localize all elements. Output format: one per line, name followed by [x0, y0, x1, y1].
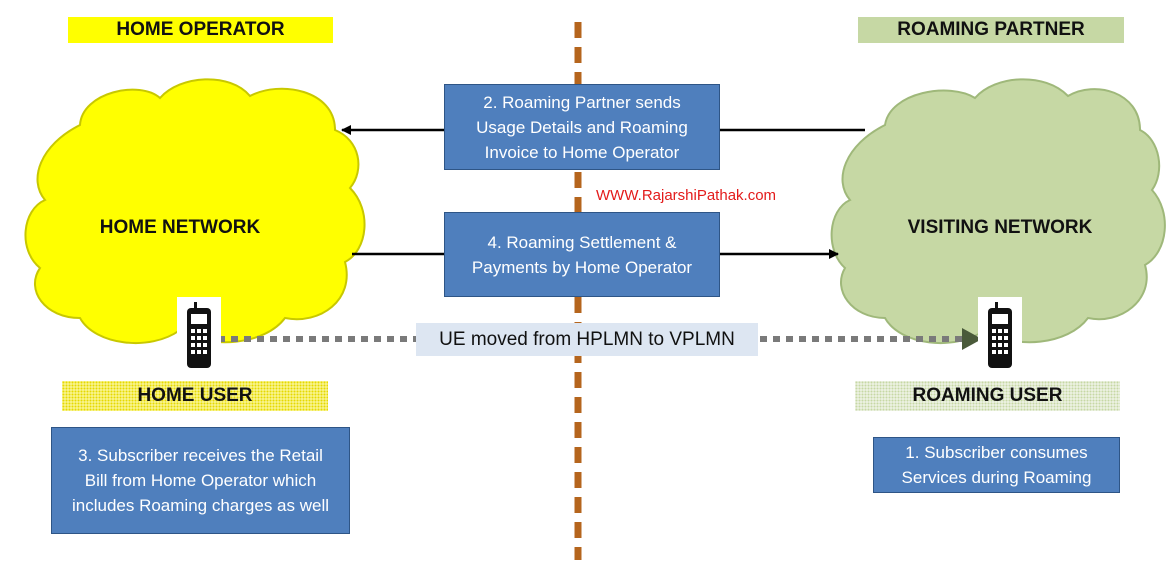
roaming-partner-header: ROAMING PARTNER: [858, 17, 1124, 43]
home-phone-icon: [177, 297, 221, 375]
home-network-cloud: [24, 78, 366, 345]
roaming-user-label: ROAMING USER: [855, 381, 1120, 411]
roaming-phone-icon: [978, 297, 1022, 375]
step1-consumes-services-box: 1. Subscriber consumes Services during R…: [873, 437, 1120, 493]
watermark-text: WWW.RajarshiPathak.com: [596, 186, 777, 204]
ue-movement-arrowhead: [962, 328, 982, 350]
step4-settlement-box: 4. Roaming Settlement & Payments by Home…: [444, 212, 720, 297]
visiting-network-cloud: [830, 78, 1166, 345]
home-operator-header: HOME OPERATOR: [68, 17, 333, 43]
home-network-label: HOME NETWORK: [99, 217, 261, 238]
step3-retail-bill-box: 3. Subscriber receives the Retail Bill f…: [51, 427, 350, 534]
visiting-network-label: VISITING NETWORK: [907, 217, 1093, 238]
home-user-label: HOME USER: [62, 381, 328, 411]
ue-movement-label: UE moved from HPLMN to VPLMN: [416, 323, 758, 356]
step2-usage-details-box: 2. Roaming Partner sends Usage Details a…: [444, 84, 720, 170]
